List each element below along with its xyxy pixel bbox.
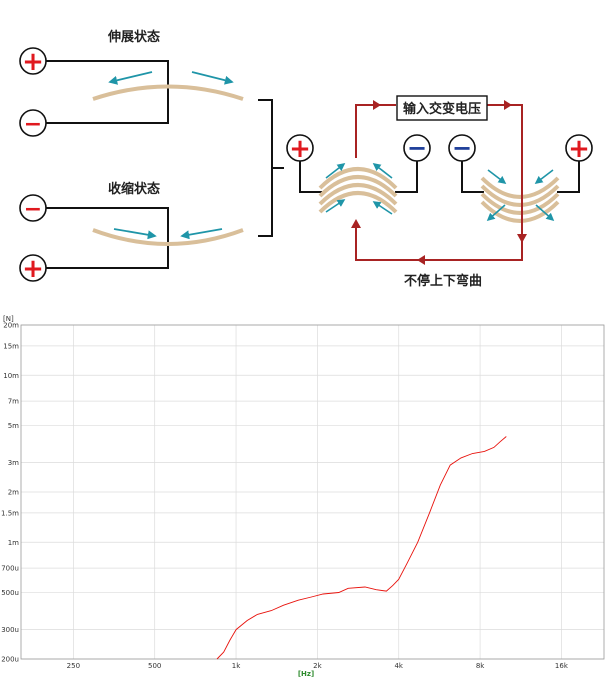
- bend-right-minus-terminal: −: [448, 134, 476, 162]
- expand-arrow-right: [191, 71, 234, 85]
- contract-state-label: 收缩状态: [108, 181, 160, 197]
- bend-left-disc-stack: [318, 167, 398, 214]
- x-tick-label: 8k: [476, 662, 485, 670]
- expand-plus-terminal: +: [19, 47, 47, 77]
- x-tick-label: 2k: [313, 662, 322, 670]
- y-tick-label: 2m: [8, 489, 19, 497]
- contract-minus-terminal: −: [19, 194, 47, 222]
- y-tick-label: 500u: [1, 589, 19, 597]
- contract-wire: [46, 207, 169, 269]
- bend-right-disc-stack: [480, 176, 560, 223]
- ac-loop-top: [355, 104, 523, 240]
- x-tick-label: 1k: [232, 662, 241, 670]
- y-tick-label: 10m: [3, 372, 19, 380]
- chart-grid: [21, 324, 604, 660]
- bend-left-arrow-2: [372, 163, 393, 179]
- plus-sign: +: [22, 47, 44, 77]
- plot-area-border: [20, 324, 605, 660]
- bend-right-arrow-2: [534, 169, 554, 184]
- minus-sign: −: [24, 197, 42, 222]
- y-tick-label: 3m: [8, 459, 19, 467]
- expand-arrow-left: [108, 71, 153, 85]
- loop-arrowhead-5: [351, 219, 361, 228]
- ac-input-label: 输入交变电压: [403, 101, 481, 117]
- y-tick-labels: 200u 300u 500u 700u 1m 1.5m 2m 3m 5m 7m 10m 15m 20m: [1, 322, 19, 664]
- ac-loop-bottom: [355, 222, 523, 261]
- x-unit-label: [Hz]: [298, 670, 314, 678]
- bend-left-wire: [299, 161, 418, 193]
- x-tick-label: 4k: [394, 662, 403, 670]
- bend-left-plus-terminal: +: [286, 134, 314, 164]
- x-tick-label: 16k: [555, 662, 569, 670]
- minus-sign: −: [452, 134, 472, 162]
- y-tick-label: 300u: [1, 626, 19, 634]
- bend-right-arrow-1: [487, 169, 507, 184]
- x-tick-label: 500: [148, 662, 161, 670]
- y-tick-label: 7m: [8, 398, 19, 406]
- bend-right-arrow-3: [486, 204, 506, 222]
- y-tick-label: 700u: [1, 565, 19, 573]
- loop-arrowhead-4: [417, 255, 425, 265]
- grouping-bracket: [258, 99, 284, 237]
- contract-plus-terminal: +: [19, 254, 47, 284]
- contract-disc: [92, 228, 244, 246]
- y-tick-label: 20m: [3, 322, 19, 330]
- minus-sign: −: [24, 112, 42, 137]
- expand-disc: [92, 84, 244, 101]
- plus-sign: +: [289, 134, 311, 164]
- force-frequency-chart: [N] [Hz] 200u 300u 500u 700u 1m 1.5m 2m 3m 5m 7m 1…: [1, 315, 605, 678]
- bend-left-arrow-4: [372, 201, 393, 215]
- contract-arrow-left: [113, 228, 157, 240]
- bend-left-arrow-3: [325, 199, 346, 213]
- y-tick-label: 200u: [1, 656, 19, 664]
- plus-sign: +: [568, 134, 590, 164]
- plus-sign: +: [22, 254, 44, 284]
- bend-left-minus-terminal: −: [403, 134, 431, 162]
- expand-minus-terminal: −: [19, 109, 47, 137]
- x-tick-labels: 250 500 1k 2k 4k 8k 16k: [67, 662, 569, 670]
- expand-wire: [46, 60, 169, 124]
- minus-sign: −: [407, 134, 427, 162]
- expand-state-label: 伸展状态: [107, 29, 160, 45]
- loop-arrowhead-3: [517, 234, 527, 243]
- bend-right-wire: [461, 161, 580, 193]
- bend-left-arrow-1: [325, 163, 346, 179]
- loop-arrowhead-2: [504, 100, 512, 110]
- y-tick-label: 1m: [8, 539, 19, 547]
- contract-arrow-right: [180, 228, 223, 240]
- ac-input-box: [396, 95, 488, 121]
- piezo-bending-diagram: 伸展状态 + − 收缩状态 − + + −: [19, 29, 593, 289]
- y-tick-label: 5m: [8, 422, 19, 430]
- loop-arrowhead-1: [373, 100, 381, 110]
- x-tick-label: 250: [67, 662, 80, 670]
- y-tick-label: 15m: [3, 342, 19, 350]
- bend-right-plus-terminal: +: [565, 134, 593, 164]
- continuous-bending-label: 不停上下弯曲: [404, 273, 482, 289]
- y-unit-label: [N]: [3, 315, 14, 323]
- series-line: [216, 436, 507, 660]
- bend-right-arrow-4: [535, 204, 555, 222]
- y-tick-label: 1.5m: [1, 509, 19, 517]
- series-layer: [216, 436, 507, 660]
